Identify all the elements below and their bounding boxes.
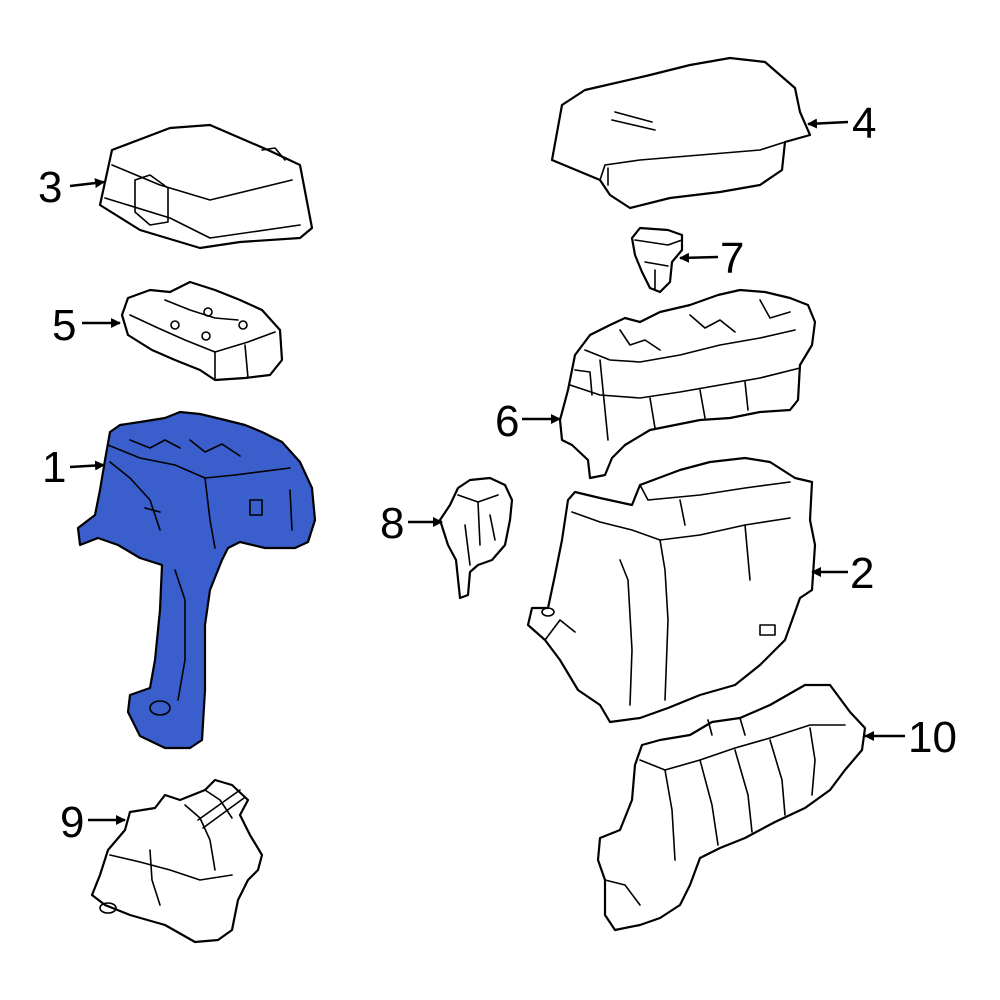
part-1-relay-block-bracket[interactable] (76, 410, 317, 750)
leader-lines (69, 118, 905, 825)
callout-5: 5 (52, 301, 76, 350)
callout-2: 2 (850, 549, 874, 598)
part-6-fuse-block-frame[interactable] (558, 288, 817, 480)
callout-labels: 1 2 3 4 5 6 7 8 9 10 (38, 99, 957, 847)
callout-3: 3 (38, 163, 62, 212)
part-7-relay[interactable] (630, 226, 684, 294)
callout-4: 4 (852, 99, 876, 148)
callout-7: 7 (720, 234, 744, 283)
leader-3 (69, 178, 105, 189)
callout-8: 8 (380, 499, 404, 548)
part-3-cover[interactable] (98, 123, 314, 250)
callout-6: 6 (495, 397, 519, 446)
part-5-relay-block[interactable] (120, 280, 284, 382)
part-2-main-housing[interactable] (526, 456, 817, 724)
callout-9: 9 (60, 798, 84, 847)
part-8-connector-bracket[interactable] (438, 476, 514, 600)
part-4-main-cover[interactable] (550, 56, 812, 210)
part-10-lower-tray[interactable] (596, 683, 867, 932)
leader-7 (679, 252, 719, 263)
leader-4 (807, 118, 849, 129)
part-9-holder[interactable] (90, 778, 264, 944)
callout-1: 1 (42, 443, 66, 492)
leader-1 (69, 460, 105, 471)
callout-10: 10 (908, 713, 957, 762)
